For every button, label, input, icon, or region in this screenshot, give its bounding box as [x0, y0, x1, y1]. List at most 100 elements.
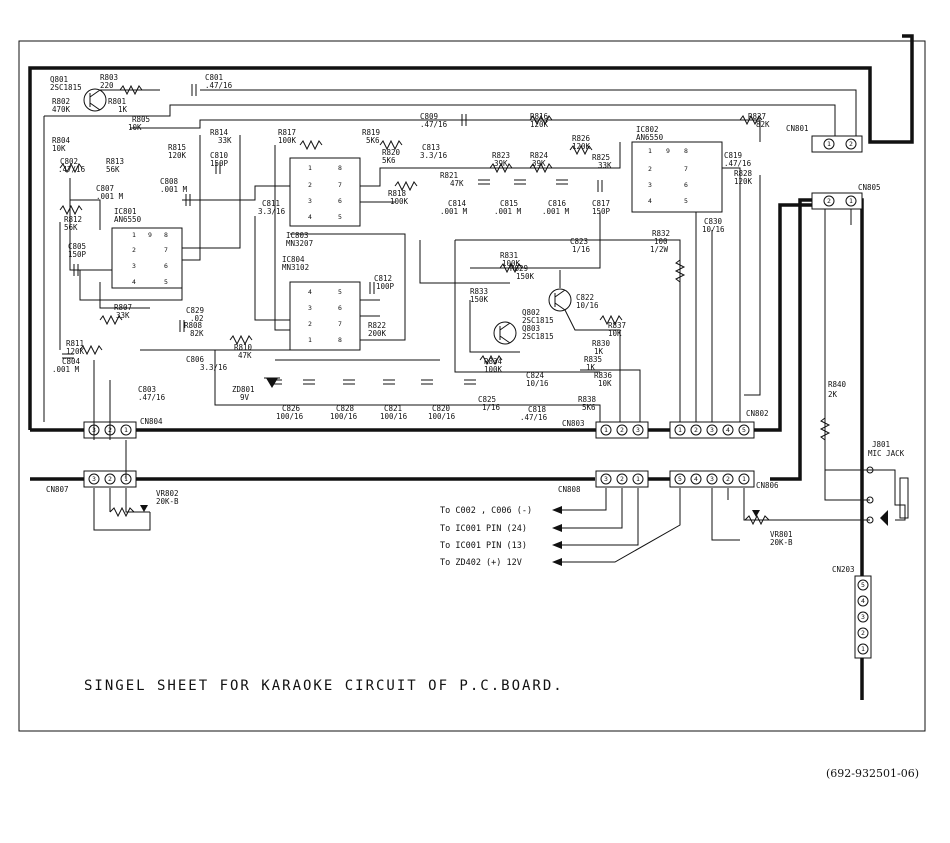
svg-text:R817: R817 [278, 128, 296, 137]
wiring [43, 89, 906, 563]
svg-text:C830: C830 [704, 217, 723, 226]
svg-text:3: 3 [92, 475, 96, 483]
svg-text:2SC1815: 2SC1815 [50, 83, 82, 92]
svg-text:C818: C818 [528, 405, 547, 414]
svg-text:3.3/16: 3.3/16 [420, 151, 448, 160]
svg-text:20K-B: 20K-B [156, 497, 179, 506]
jack-name: MIC JACK [868, 449, 905, 458]
output-label-3: To IC001 PIN (13) [440, 541, 527, 551]
svg-text:1K: 1K [594, 347, 604, 356]
svg-text:C809: C809 [420, 112, 438, 121]
svg-text:1: 1 [742, 475, 746, 483]
svg-text:39K: 39K [494, 159, 508, 168]
output-label-4: To ZD402 (+) 12V [440, 558, 522, 568]
connector-cn807: 3 2 1 CN807 [46, 470, 137, 494]
svg-text:6: 6 [164, 262, 168, 270]
svg-text:2: 2 [726, 475, 730, 483]
connector-cn802: 1 2 3 4 5 CN802 [669, 409, 769, 439]
svg-text:C814: C814 [448, 199, 467, 208]
cn805-label: CN805 [858, 183, 881, 192]
svg-text:C802: C802 [60, 157, 78, 166]
svg-text:.47/16: .47/16 [724, 159, 752, 168]
svg-text:4: 4 [132, 278, 136, 286]
svg-text:R837: R837 [608, 321, 626, 330]
svg-text:100/16: 100/16 [380, 412, 408, 421]
svg-text:100/16: 100/16 [276, 412, 304, 421]
svg-text:3: 3 [710, 426, 714, 434]
svg-text:10/16: 10/16 [702, 225, 725, 234]
svg-text:3: 3 [861, 613, 865, 621]
svg-text:6: 6 [338, 197, 342, 205]
svg-text:1: 1 [648, 147, 652, 155]
cn801-label: CN801 [786, 124, 809, 133]
svg-text:R808: R808 [184, 321, 203, 330]
sheet-title: SINGEL SHEET FOR KARAOKE CIRCUIT OF P.C.… [84, 678, 564, 694]
svg-text:7: 7 [338, 320, 342, 328]
jack-ref: J801 [872, 440, 890, 449]
svg-text:10/16: 10/16 [526, 379, 549, 388]
svg-text:C821: C821 [384, 404, 402, 413]
svg-text:3: 3 [132, 262, 136, 270]
svg-text:150K: 150K [470, 295, 489, 304]
zener-diode-zd801 [264, 377, 280, 388]
svg-text:1: 1 [678, 426, 682, 434]
q801-symbol: Q801 2SC1815 [50, 75, 107, 112]
svg-text:C826: C826 [282, 404, 301, 413]
svg-text:R819: R819 [362, 128, 380, 137]
svg-text:2: 2 [108, 475, 112, 483]
svg-text:1: 1 [604, 426, 608, 434]
svg-text:C822: C822 [576, 293, 594, 302]
svg-text:R820: R820 [382, 148, 401, 157]
svg-text:47K: 47K [450, 179, 464, 188]
svg-text:2: 2 [620, 426, 624, 434]
svg-text:R831: R831 [500, 251, 518, 260]
svg-text:7: 7 [338, 181, 342, 189]
ic802: 1 9 8 2 7 3 6 4 5 IC802 AN6550 [631, 125, 723, 213]
svg-text:2: 2 [620, 475, 624, 483]
svg-text:150K: 150K [516, 272, 535, 281]
svg-text:150P: 150P [210, 159, 229, 168]
svg-text:C807: C807 [96, 184, 114, 193]
svg-text:C829: C829 [186, 306, 204, 315]
svg-text:AN6550: AN6550 [114, 215, 142, 224]
svg-text:R804: R804 [52, 136, 71, 145]
svg-text:7: 7 [164, 246, 168, 254]
svg-text:R829: R829 [510, 264, 528, 273]
svg-text:2SC1815: 2SC1815 [522, 316, 554, 325]
svg-text:8: 8 [338, 164, 342, 172]
svg-text:C828: C828 [336, 404, 355, 413]
svg-text:10K: 10K [52, 144, 66, 153]
cn802-label: CN802 [746, 409, 769, 418]
svg-text:R811: R811 [66, 339, 84, 348]
svg-text:.001 M: .001 M [440, 207, 468, 216]
svg-text:R815: R815 [168, 143, 186, 152]
q803-symbol: Q803 2SC1815 [493, 321, 554, 345]
svg-text:3: 3 [308, 197, 312, 205]
svg-text:R802: R802 [52, 97, 70, 106]
ic804: 4 5 3 6 2 7 1 8 IC804 MN3102 [282, 255, 361, 351]
svg-text:R822: R822 [368, 321, 386, 330]
svg-text:100P: 100P [376, 282, 395, 291]
svg-text:R832: R832 [652, 229, 670, 238]
svg-text:R827: R827 [748, 112, 766, 121]
output-label-2: To IC001 PIN (24) [440, 524, 527, 534]
svg-text:47K: 47K [238, 351, 252, 360]
svg-text:150P: 150P [592, 207, 611, 216]
svg-text:7: 7 [684, 165, 688, 173]
svg-text:1: 1 [849, 197, 853, 205]
svg-text:82K: 82K [756, 120, 770, 129]
svg-text:5: 5 [338, 288, 342, 296]
svg-text:R835: R835 [584, 355, 602, 364]
svg-text:220: 220 [100, 81, 114, 90]
svg-text:3.3/16: 3.3/16 [258, 207, 286, 216]
svg-text:C819: C819 [724, 151, 742, 160]
svg-text:IC804: IC804 [282, 255, 305, 264]
svg-text:R826: R826 [572, 134, 591, 143]
svg-text:33K: 33K [218, 136, 232, 145]
svg-text:C806: C806 [186, 355, 205, 364]
ic801: 1 9 8 2 7 3 6 4 5 IC801 AN6550 [111, 207, 183, 289]
svg-text:120K: 120K [572, 142, 591, 151]
cn803-label: CN803 [562, 419, 585, 428]
svg-text:56K: 56K [106, 165, 120, 174]
